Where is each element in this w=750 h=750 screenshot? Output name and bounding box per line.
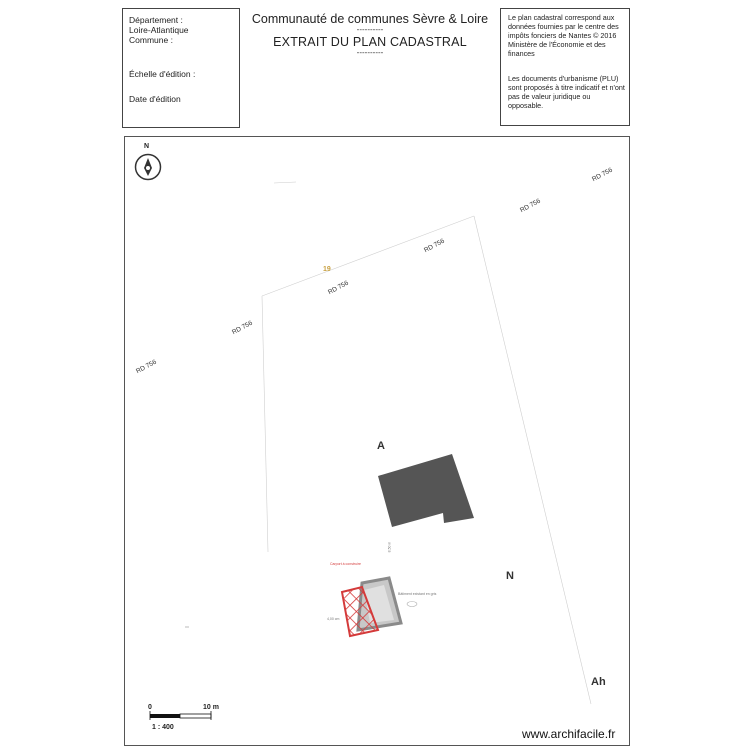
cadastre-notice: Le plan cadastral correspond aux données… — [508, 13, 619, 58]
parcel-number: 19 — [323, 266, 331, 273]
zone-label-a: A — [377, 440, 385, 452]
commune-label: Commune : — [129, 35, 173, 45]
parcel-line — [473, 215, 592, 705]
scale-ratio: 1 : 400 — [152, 724, 174, 731]
zone-label-n: N — [506, 570, 514, 582]
departement-value: Loire-Atlantique — [129, 25, 189, 35]
map-frame — [124, 136, 630, 746]
document-title-block: Communauté de communes Sèvre & Loire ---… — [240, 8, 500, 57]
scale-ten: 10 m — [203, 704, 219, 711]
watermark-text: www.archifacile.fr — [522, 727, 616, 741]
scale-zero: 0 — [148, 704, 152, 711]
project-label: Carport à construire — [330, 562, 361, 566]
main-building — [378, 454, 474, 527]
echelle-label: Échelle d'édition : — [129, 69, 196, 79]
north-label: N — [144, 143, 150, 150]
document-subtitle: EXTRAIT DU PLAN CADASTRAL — [273, 35, 467, 49]
departement-label: Département : — [129, 15, 183, 25]
urbanisme-notice: Les documents d'urbanisme (PLU) sont pro… — [508, 74, 625, 110]
map-mark — [406, 601, 418, 607]
date-label: Date d'édition — [129, 94, 181, 104]
existing-building-label: Bâtiment existant en gris — [398, 592, 437, 596]
document-title: Communauté de communes Sèvre & Loire — [251, 12, 489, 26]
legal-notice-box: Le plan cadastral correspond aux données… — [500, 8, 630, 126]
subtitle-separator: ---------- — [356, 48, 384, 57]
parcel-line — [261, 215, 475, 297]
parcel-line — [261, 295, 269, 553]
project-carport — [340, 585, 380, 638]
parcel-line — [273, 181, 297, 184]
compass-center — [146, 166, 150, 170]
scale-bar-white — [179, 713, 212, 719]
dimension-label: 8,50 m — [387, 541, 392, 553]
scale-bar-black — [150, 714, 180, 718]
title-separator: ---------- — [356, 25, 384, 34]
zone-label-ah: Ah — [591, 676, 606, 688]
location-info-box: Département : Loire-Atlantique Commune :… — [122, 8, 240, 128]
dimension-label: 4,00 cm — [327, 617, 340, 621]
